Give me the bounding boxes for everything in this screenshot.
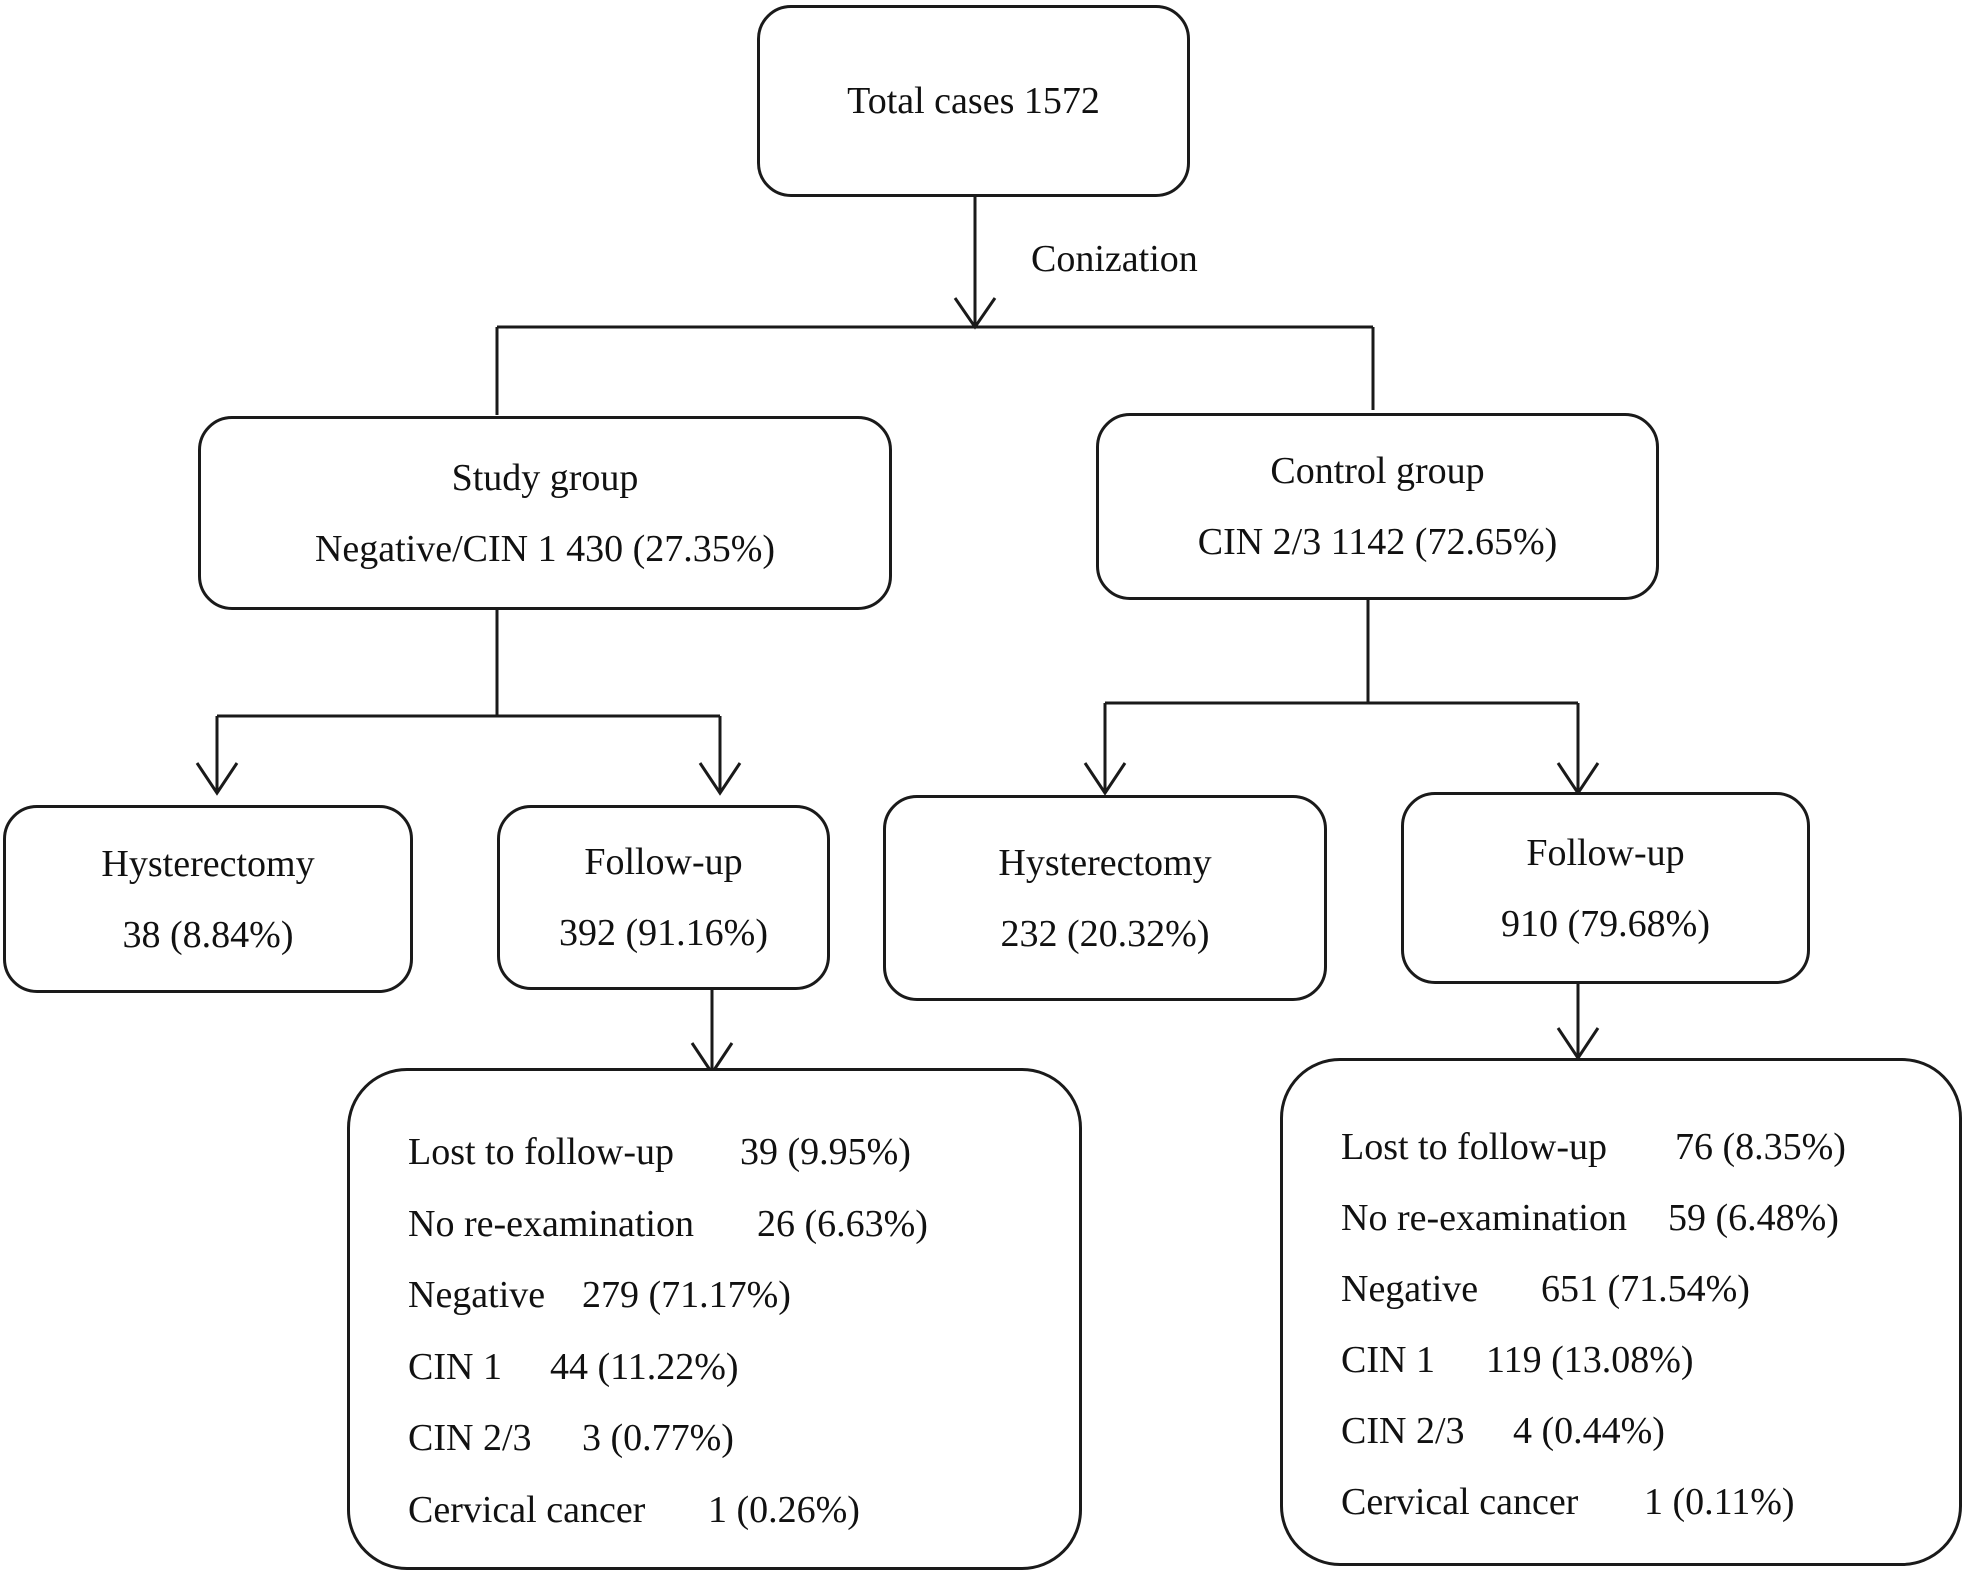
control-outcome-value: 651 (71.54%) (1541, 1268, 1750, 1310)
arrowhead-control-hyst (1083, 762, 1127, 796)
study-group-box: Study group Negative/CIN 1 430 (27.35%) (198, 416, 892, 610)
study-followup-box: Follow-up 392 (91.16%) (497, 805, 830, 990)
study-outcome-value: 26 (6.63%) (757, 1203, 928, 1245)
study-outcome-label: CIN 2/3 (408, 1417, 532, 1459)
control-hysterectomy-label: Hysterectomy (998, 841, 1212, 884)
control-group-subtitle: CIN 2/3 1142 (72.65%) (1197, 521, 1558, 563)
total-cases-text: Total cases 1572 (847, 80, 1100, 122)
control-hysterectomy-box: Hysterectomy 232 (20.32%) (883, 795, 1327, 1001)
study-hysterectomy-box: Hysterectomy 38 (8.84%) (3, 805, 413, 993)
control-outcome-label: Lost to follow-up (1341, 1126, 1607, 1168)
control-outcomes-box: Lost to follow-up 76 (8.35%) No re-exami… (1280, 1058, 1962, 1566)
control-outcome-value: 4 (0.44%) (1513, 1410, 1665, 1452)
study-hysterectomy-value: 38 (8.84%) (122, 913, 294, 956)
study-outcomes-box: Lost to follow-up 39 (9.95%) No re-exami… (347, 1068, 1082, 1570)
control-group-box: Control group CIN 2/3 1142 (72.65%) (1096, 413, 1659, 600)
control-outcome-value: 76 (8.35%) (1675, 1126, 1846, 1168)
control-hysterectomy-value: 232 (20.32%) (1000, 912, 1210, 955)
study-outcome-value: 44 (11.22%) (550, 1346, 739, 1388)
study-outcome-value: 39 (9.95%) (740, 1131, 911, 1173)
control-outcome-label: Negative (1341, 1268, 1479, 1310)
control-outcome-value: 1 (0.11%) (1644, 1481, 1795, 1523)
control-followup-box: Follow-up 910 (79.68%) (1401, 792, 1810, 984)
study-outcome-value: 3 (0.77%) (582, 1417, 734, 1459)
control-outcome-label: CIN 1 (1341, 1339, 1435, 1381)
study-outcome-label: Negative (408, 1274, 546, 1316)
arrowhead-study-fu (698, 762, 742, 796)
control-followup-label: Follow-up (1526, 831, 1685, 874)
study-outcome-label: Cervical cancer (408, 1489, 646, 1531)
study-outcome-label: CIN 1 (408, 1346, 502, 1388)
study-group-title: Study group (451, 456, 639, 499)
control-followup-value: 910 (79.68%) (1501, 902, 1710, 945)
control-outcome-value: 119 (13.08%) (1486, 1339, 1694, 1381)
study-followup-label: Follow-up (584, 841, 743, 883)
edge-label-conization: Conization (1031, 238, 1198, 280)
study-hysterectomy-label: Hysterectomy (101, 842, 315, 885)
total-cases-box: Total cases 1572 (757, 5, 1190, 197)
control-outcome-label: No re-examination (1341, 1197, 1627, 1239)
study-followup-value: 392 (91.16%) (559, 912, 768, 954)
study-outcome-value: 279 (71.17%) (582, 1274, 791, 1316)
arrowhead-study-hyst (195, 762, 239, 796)
study-outcome-label: No re-examination (408, 1203, 694, 1245)
control-group-title: Control group (1270, 450, 1485, 492)
study-outcome-value: 1 (0.26%) (708, 1489, 860, 1531)
control-outcome-label: CIN 2/3 (1341, 1410, 1465, 1452)
study-group-subtitle: Negative/CIN 1 430 (27.35%) (314, 527, 776, 570)
study-outcome-label: Lost to follow-up (408, 1131, 674, 1173)
control-outcome-label: Cervical cancer (1341, 1481, 1579, 1523)
control-outcome-value: 59 (6.48%) (1668, 1197, 1839, 1239)
